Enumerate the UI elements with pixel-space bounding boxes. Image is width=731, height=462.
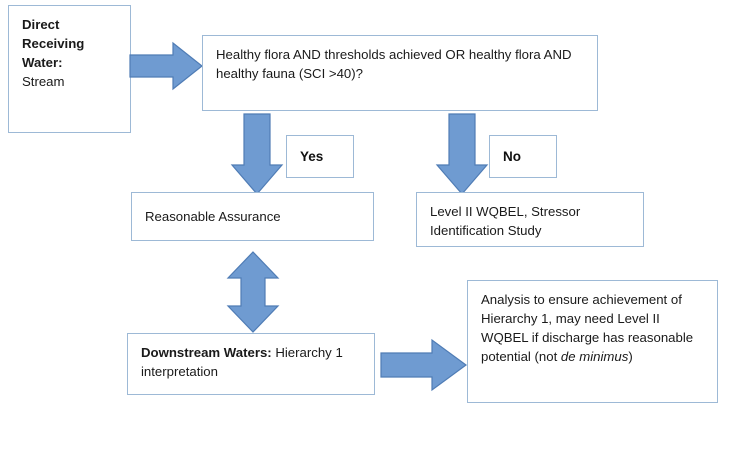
node-decision-text: Healthy flora AND thresholds achieved OR… <box>216 47 572 82</box>
label-no-text: No <box>503 149 521 164</box>
node-downstream-waters: Downstream Waters: Hierarchy 1 interpret… <box>127 333 375 395</box>
node-analysis-italic: de minimus <box>560 349 629 365</box>
node-downstream-waters-rest: Hierarchy 1 interpretation <box>141 345 343 380</box>
arrow-decision-to-level-ii-wqbel <box>434 113 490 196</box>
node-analysis-text: Analysis to ensure achievement of Hierar… <box>468 281 717 367</box>
arrow-downstream-waters-to-analysis <box>380 337 468 393</box>
node-reasonable-assurance: Reasonable Assurance <box>131 192 374 241</box>
node-analysis-part1: Analysis to ensure achievement of Hierar… <box>481 292 694 365</box>
node-direct-receiving-water-text: Direct Receiving Water: Stream <box>9 6 130 92</box>
label-yes: Yes <box>286 135 354 178</box>
node-downstream-waters-text: Downstream Waters: Hierarchy 1 interpret… <box>128 334 374 381</box>
node-analysis: Analysis to ensure achievement of Hierar… <box>467 280 718 403</box>
node-analysis-part3: ) <box>628 349 633 365</box>
node-direct-receiving-water: Direct Receiving Water: Stream <box>8 5 131 133</box>
node-direct-receiving-water-rest: Stream <box>22 74 65 90</box>
node-level-ii-wqbel-text: Level II WQBEL, Stressor Identification … <box>430 204 581 239</box>
label-yes-text: Yes <box>300 149 324 164</box>
arrow-decision-to-reasonable-assurance <box>229 113 285 196</box>
label-no: No <box>489 135 557 178</box>
node-direct-receiving-water-bold: Direct Receiving Water: <box>22 17 85 71</box>
node-decision: Healthy flora AND thresholds achieved OR… <box>202 35 598 111</box>
arrow-reasonable-assurance-to-downstream-waters <box>222 251 284 333</box>
arrow-stream-to-decision <box>129 41 204 91</box>
node-reasonable-assurance-text: Reasonable Assurance <box>145 208 281 224</box>
node-level-ii-wqbel: Level II WQBEL, Stressor Identification … <box>416 192 644 247</box>
node-downstream-waters-bold: Downstream Waters: <box>141 345 272 360</box>
